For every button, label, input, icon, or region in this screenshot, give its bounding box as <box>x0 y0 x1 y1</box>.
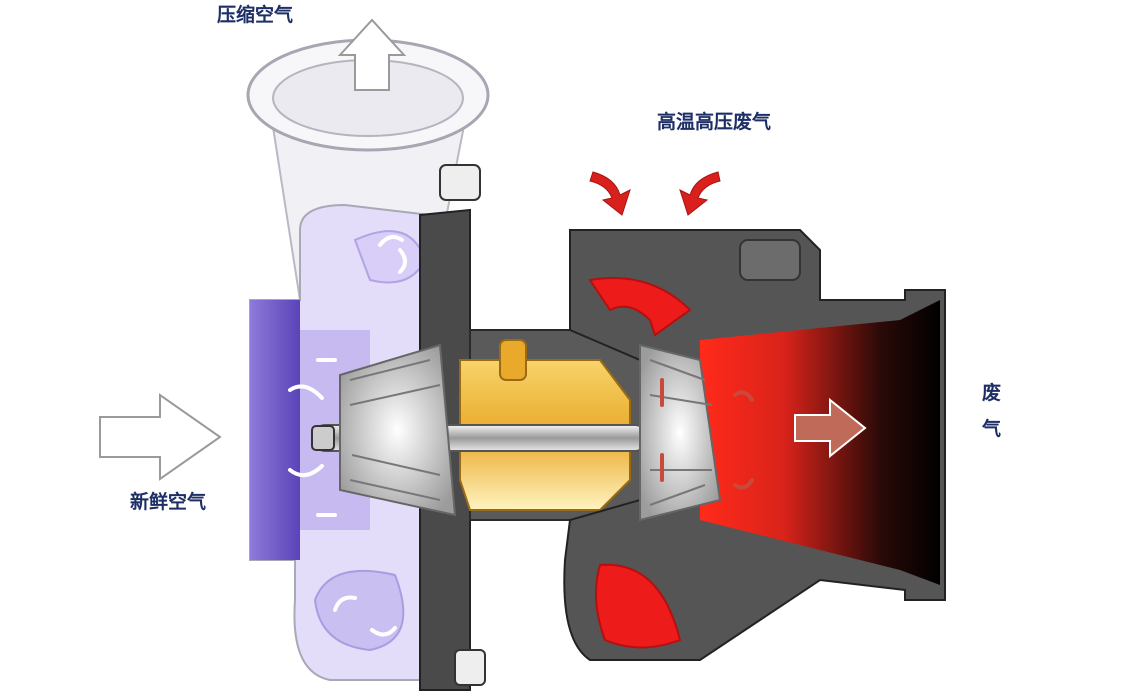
fresh-air-arrow-icon <box>99 393 222 481</box>
label-exhaust-char-2: 气 <box>982 418 1002 440</box>
compressor-wheel <box>339 343 457 517</box>
compressor-nut <box>311 425 335 451</box>
label-exhaust-char-1: 废 <box>982 382 1002 404</box>
label-fresh-air: 新鲜空气 <box>130 491 207 513</box>
label-compressed-air: 压缩空气 <box>217 4 294 26</box>
compressor-flow-arrows-icon <box>288 234 407 637</box>
label-exhaust-outlet: 废 气 <box>982 384 1001 439</box>
turbine-housing <box>563 229 946 661</box>
label-hot-exhaust-inlet: 高温高压废气 <box>657 111 772 133</box>
exhaust-inlet-arrow-right-icon <box>679 171 721 216</box>
compressed-air-arrow-icon <box>337 18 407 91</box>
exhaust-outlet-arrow-icon <box>794 397 867 459</box>
exhaust-inlet-arrow-left-icon <box>589 171 631 216</box>
turbine-flow-arrows-icon <box>660 378 754 490</box>
